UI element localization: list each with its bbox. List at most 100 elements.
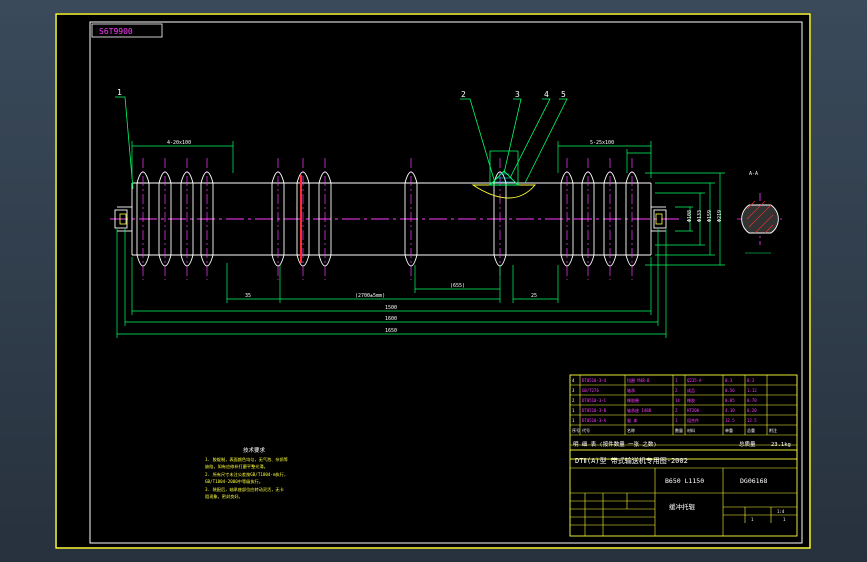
table-header-cell: 附注 (769, 427, 777, 433)
title-drawing-no: DG06168 (740, 477, 767, 485)
table-cell: 4.10 (725, 408, 735, 413)
table-cell: 轴承 (627, 387, 635, 393)
table-cell: 2 (675, 408, 678, 413)
rubber-ring (271, 171, 285, 267)
rubber-ring (180, 171, 194, 267)
dim-dia-3: Φ159 (707, 210, 713, 222)
note-line: 1. 胶辊制，表面颜色均匀，无气泡、杂质等 (205, 456, 288, 463)
dim-overall-1: 1500 (385, 305, 397, 311)
dim-overall-3: 1650 (385, 328, 397, 334)
dim-overall-2: 1600 (385, 316, 397, 322)
title-text: DTⅡ(A)型 带式输送机专用图-2002 (575, 456, 688, 465)
parts-weight-label: 总质量 (739, 440, 756, 448)
rubber-ring (136, 171, 150, 267)
table-cell: 12.5 (747, 418, 757, 423)
table-cell: 组合件 (687, 417, 699, 423)
note-line: GB/T1804-2000中等级执行。 (205, 478, 263, 485)
rubber-rings (136, 158, 639, 280)
callout-4: 4 (544, 90, 549, 99)
inner-frame (89, 21, 803, 544)
left-hub (114, 209, 128, 229)
rubber-ring (318, 171, 332, 267)
dimension-lines (116, 141, 725, 338)
dim-bellows-left: 4-20x100 (167, 140, 191, 146)
table-cell: 轴承座 148B (627, 407, 652, 413)
rubber-ring (158, 171, 172, 267)
outer-frame (55, 13, 811, 549)
title-model: B650 L1150 (665, 477, 704, 485)
note-line: 3. 装配后，轴承座部位应转动灵活，无卡 (205, 486, 284, 493)
rubber-ring (625, 171, 639, 267)
table-header-cell: 序号 (572, 427, 580, 433)
table-cell: HT200 (687, 408, 700, 413)
parts-weight-value: 23.1kg (771, 442, 791, 448)
table-header-cell: 单重 (725, 427, 733, 433)
table-cell: 12.5 (725, 418, 735, 423)
rubber-ring (404, 171, 418, 267)
callout-1: 1 (117, 88, 122, 97)
table-cell: 0.3 (747, 378, 755, 383)
cad-drawing: S6T9900 1 2 (55, 13, 811, 549)
code-box (91, 23, 163, 38)
note-line: 缺陷，如有应修补打磨平整光滑。 (205, 463, 268, 470)
table-cell: 橡胶圈 (627, 397, 639, 403)
title-sheet: 1 (751, 517, 754, 522)
dim-span-left: 35 (245, 293, 251, 299)
title-scale: 1:4 (777, 509, 785, 514)
rubber-ring (603, 171, 617, 267)
dim-dia-4: Φ219 (717, 210, 723, 222)
table-cell: 橡胶 (687, 397, 695, 403)
table-cell: 2 (675, 388, 678, 393)
section-a-a (737, 193, 783, 254)
callout-5: 5 (561, 90, 566, 99)
table-cell: DT0510-3-A (582, 418, 607, 423)
table-cell: 1 (572, 408, 575, 413)
notes-block: 1. 胶辊制，表面颜色均匀，无气泡、杂质等 缺陷，如有应修补打磨平整光滑。 2.… (205, 456, 288, 500)
table-cell: 14 (675, 398, 680, 403)
table-header-cell: 名称 (627, 427, 635, 433)
callout-2: 2 (461, 90, 466, 99)
section-detail (471, 150, 536, 199)
table-cell: 1.12 (747, 388, 757, 393)
table-cell: DT0510-3-4 (582, 378, 607, 383)
dim-bellows-right: 5-25x100 (590, 140, 614, 146)
table-cell: Q235-A (687, 378, 702, 383)
table-cell: DT0510-3-C (582, 398, 607, 403)
table-header-cell: 代号 (582, 427, 590, 433)
table-cell: 挡圈 M48-B (627, 377, 650, 383)
title-sheets: 1 (783, 517, 786, 522)
drawing-sheet: S6T9900 1 2 (55, 13, 811, 549)
callout-3: 3 (515, 90, 520, 99)
table-cell: 1 (675, 418, 678, 423)
rubber-ring (296, 171, 310, 267)
table-cell: 3 (572, 388, 575, 393)
table-cell: 8.20 (747, 408, 757, 413)
title-block: DTⅡ(A)型 带式输送机专用图-2002 B650 L1150 DG06168… (569, 449, 798, 537)
leader-lines (115, 96, 568, 190)
table-cell: 0.56 (725, 388, 735, 393)
table-cell: 0.05 (725, 398, 735, 403)
dim-span-right: 25 (531, 293, 537, 299)
table-cell: 成品 (687, 387, 695, 393)
rubber-ring (200, 171, 214, 267)
table-cell: 0.70 (747, 398, 757, 403)
dim-span-mid-short: (655) (450, 283, 465, 289)
table-cell: 2 (572, 398, 575, 403)
rubber-ring (560, 171, 574, 267)
table-cell: GB/T276 (582, 388, 599, 393)
note-line: 2. 所有尺寸未注公差按GB/T1804-m执行， (205, 471, 288, 478)
table-header-cell: 数量 (675, 427, 683, 433)
section-label: A-A (749, 171, 758, 177)
code-box-label: S6T9900 (99, 27, 133, 36)
table-header-cell: 总重 (747, 427, 755, 433)
note-line: 阻现象，密封良好。 (205, 493, 243, 500)
rubber-ring (493, 171, 507, 267)
right-hub (653, 209, 667, 229)
table-cell: 1 (572, 418, 575, 423)
dim-dia-2: Φ133 (697, 210, 703, 222)
rubber-ring (581, 171, 595, 267)
parts-summary-left: 明 细 表 (按件数量 一张 之数) (573, 440, 657, 448)
title-part-name: 缓冲托辊 (669, 502, 696, 511)
table-cell: 1 (675, 378, 678, 383)
